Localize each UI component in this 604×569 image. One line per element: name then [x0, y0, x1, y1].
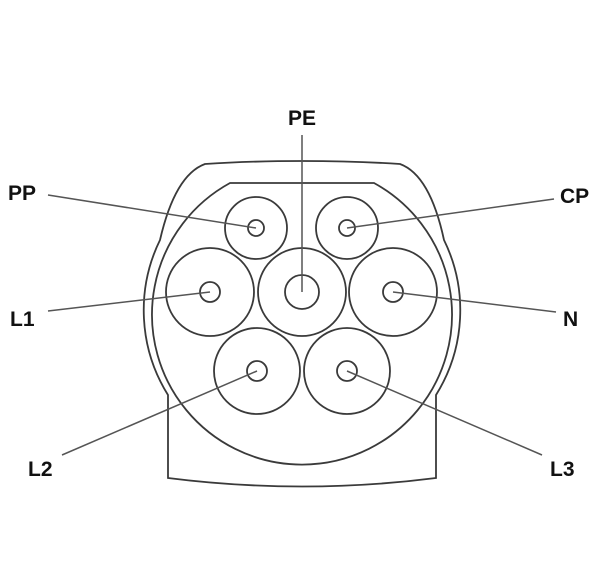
label-pe: PE — [288, 107, 316, 130]
label-pp: PP — [8, 182, 36, 205]
leader-l1 — [47, 291, 211, 312]
label-n: N — [563, 308, 578, 331]
leader-cp — [346, 198, 555, 229]
leader-n — [392, 291, 557, 313]
label-l1: L1 — [10, 308, 35, 331]
pin-l1 — [165, 247, 255, 337]
pin-l2 — [213, 327, 301, 415]
pin-pp — [224, 196, 288, 260]
leader-l2 — [61, 370, 258, 456]
label-l3: L3 — [550, 458, 575, 481]
pin-n — [348, 247, 438, 337]
connector-housing-outline — [142, 160, 462, 488]
connector-inner-ring — [151, 182, 453, 466]
pin-l3 — [303, 327, 391, 415]
label-l2: L2 — [28, 458, 53, 481]
label-cp: CP — [560, 185, 589, 208]
leader-pp — [47, 194, 257, 229]
leader-l3 — [346, 370, 543, 456]
pin-cp — [315, 196, 379, 260]
